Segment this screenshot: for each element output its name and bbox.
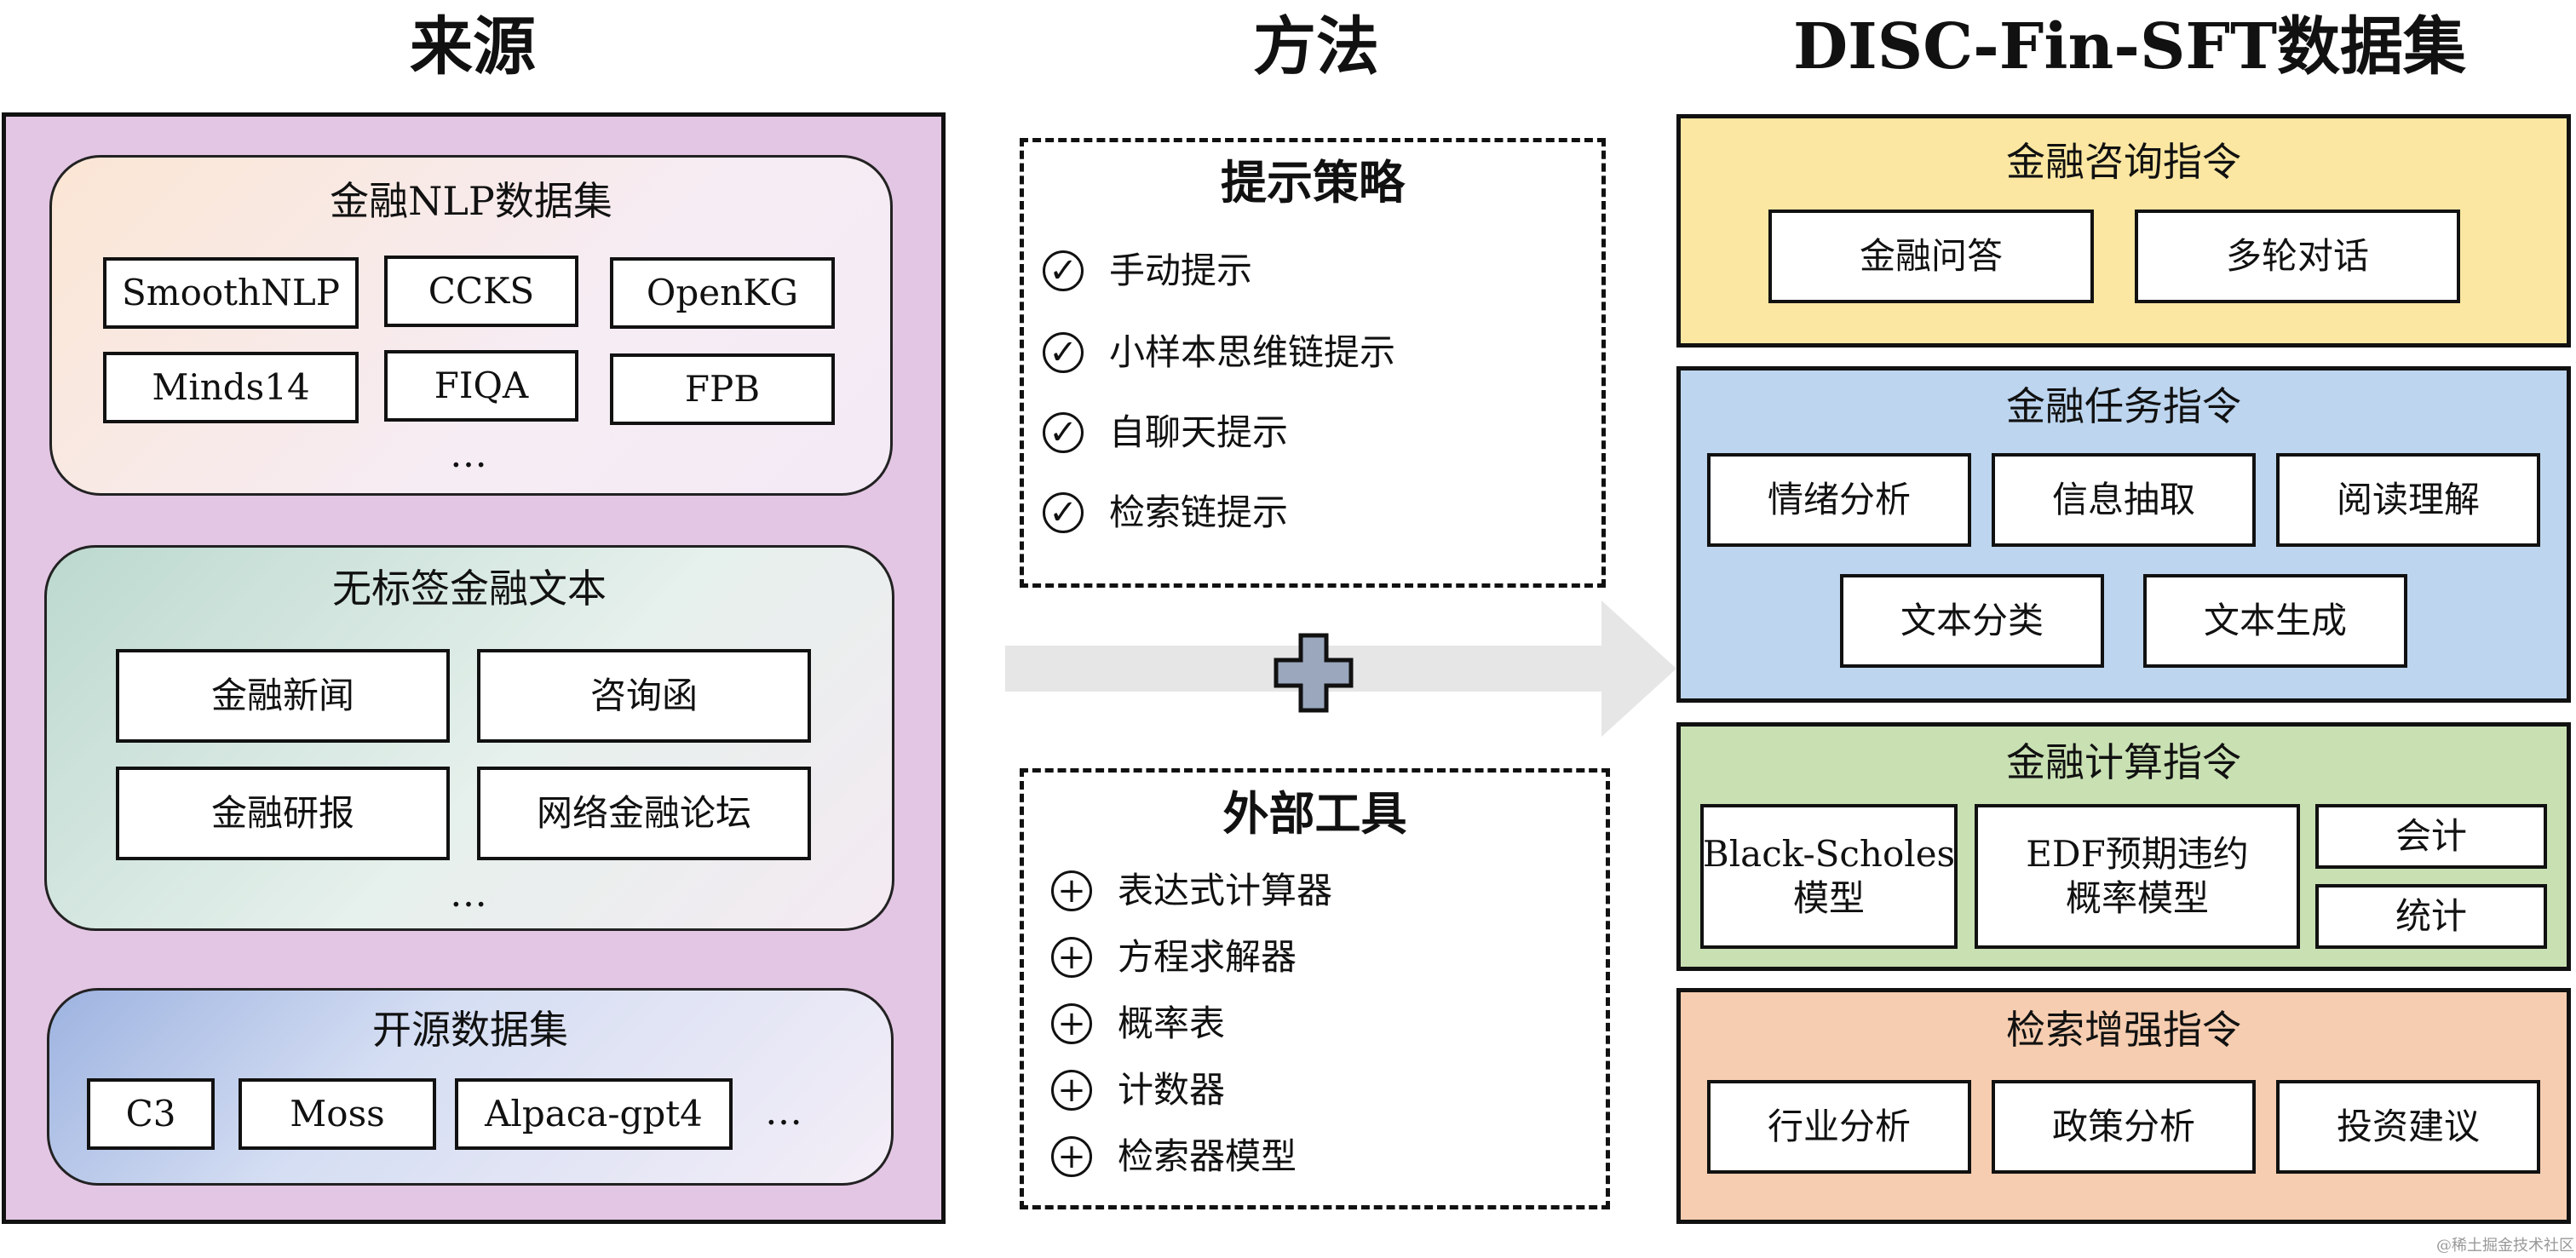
nlp-dataset-item: SmoothNLP	[103, 257, 359, 329]
task-instruction-item: 信息抽取	[1992, 453, 2256, 547]
compute-item-line: EDF预期违约	[2026, 832, 2249, 875]
prompt-strategy-label: 自聊天提示	[1109, 411, 1289, 453]
task-instruction-title: 金融任务指令	[2006, 383, 2241, 429]
nlp-dataset-item: FPB	[610, 353, 835, 425]
source-column-title: 来源	[410, 10, 536, 83]
prompt-strategy-label: 检索链提示	[1109, 491, 1289, 533]
compute-instruction-item: 会计	[2315, 804, 2547, 869]
compute-instruction-item: Black-Scholes 模型	[1700, 804, 1958, 949]
external-tool-label: 表达式计算器	[1118, 870, 1333, 911]
consult-instruction-title: 金融咨询指令	[2006, 139, 2241, 185]
plus-circle-icon: +	[1051, 1070, 1092, 1111]
unlabeled-text-title: 无标签金融文本	[332, 566, 607, 612]
plus-circle-icon: +	[1051, 1003, 1092, 1044]
check-circle-icon: ✓	[1043, 492, 1084, 533]
compute-instruction-item: EDF预期违约 概率模型	[1975, 804, 2300, 949]
retrieval-instruction-title: 检索增强指令	[2006, 1007, 2241, 1053]
retrieval-instruction-item: 行业分析	[1707, 1080, 1971, 1174]
open-dataset-item: C3	[87, 1078, 215, 1150]
prompt-strategy-item: ✓ 检索链提示	[1043, 492, 1288, 533]
unlabeled-text-item: 金融新闻	[116, 649, 450, 743]
check-circle-icon: ✓	[1043, 412, 1084, 453]
nlp-dataset-title: 金融NLP数据集	[330, 178, 612, 224]
method-column-title: 方法	[1253, 10, 1379, 83]
external-tool-item: + 计数器	[1051, 1070, 1225, 1111]
external-tools-box	[1020, 768, 1610, 1209]
external-tool-item: + 方程求解器	[1051, 937, 1297, 978]
compute-item-line: 概率模型	[2065, 877, 2209, 919]
open-dataset-more: …	[765, 1090, 802, 1134]
check-circle-icon: ✓	[1043, 332, 1084, 373]
watermark: @稀土掘金技术社区	[2436, 1237, 2574, 1255]
unlabeled-text-item: 咨询函	[477, 649, 811, 743]
unlabeled-text-item: 网络金融论坛	[477, 767, 811, 860]
external-tool-label: 检索器模型	[1118, 1135, 1297, 1177]
open-dataset-item: Moss	[239, 1078, 436, 1150]
task-instruction-item: 文本分类	[1840, 574, 2104, 668]
external-tool-label: 方程求解器	[1118, 936, 1297, 978]
check-circle-icon: ✓	[1043, 250, 1084, 291]
compute-item-line: 模型	[1792, 877, 1865, 919]
external-tool-item: + 检索器模型	[1051, 1136, 1297, 1177]
external-tools-title: 外部工具	[1222, 786, 1407, 841]
external-tool-label: 计数器	[1118, 1069, 1226, 1111]
prompt-strategy-label: 手动提示	[1109, 250, 1253, 291]
compute-item-line: Black-Scholes	[1702, 832, 1956, 875]
plus-circle-icon: +	[1051, 870, 1092, 911]
external-tool-label: 概率表	[1118, 1002, 1226, 1044]
nlp-dataset-item: Minds14	[103, 352, 359, 423]
plus-icon	[1274, 633, 1354, 713]
prompt-strategy-title: 提示策略	[1221, 155, 1405, 210]
nlp-dataset-item: FIQA	[384, 350, 578, 422]
prompt-strategy-item: ✓ 小样本思维链提示	[1043, 332, 1395, 373]
compute-instruction-title: 金融计算指令	[2006, 739, 2241, 785]
unlabeled-text-more: …	[450, 872, 487, 916]
nlp-dataset-item: OpenKG	[610, 257, 835, 329]
external-tool-item: + 表达式计算器	[1051, 870, 1332, 911]
open-dataset-item: Alpaca-gpt4	[455, 1078, 733, 1150]
consult-instruction-item: 多轮对话	[2135, 210, 2460, 303]
task-instruction-item: 阅读理解	[2276, 453, 2540, 547]
dataset-column-title: DISC-Fin-SFT数据集	[1792, 10, 2467, 83]
nlp-dataset-more: …	[450, 433, 487, 476]
prompt-strategy-label: 小样本思维链提示	[1109, 331, 1396, 373]
task-instruction-item: 情绪分析	[1707, 453, 1971, 547]
open-dataset-title: 开源数据集	[372, 1007, 568, 1053]
plus-circle-icon: +	[1051, 937, 1092, 978]
prompt-strategy-box	[1020, 138, 1606, 588]
retrieval-instruction-item: 政策分析	[1992, 1080, 2256, 1174]
retrieval-instruction-item: 投资建议	[2276, 1080, 2540, 1174]
external-tool-item: + 概率表	[1051, 1003, 1225, 1044]
task-instruction-item: 文本生成	[2143, 574, 2407, 668]
nlp-dataset-item: CCKS	[384, 256, 578, 327]
prompt-strategy-item: ✓ 手动提示	[1043, 250, 1252, 291]
prompt-strategy-item: ✓ 自聊天提示	[1043, 412, 1288, 453]
compute-instruction-item: 统计	[2315, 884, 2547, 949]
plus-circle-icon: +	[1051, 1136, 1092, 1177]
consult-instruction-item: 金融问答	[1768, 210, 2094, 303]
unlabeled-text-item: 金融研报	[116, 767, 450, 860]
